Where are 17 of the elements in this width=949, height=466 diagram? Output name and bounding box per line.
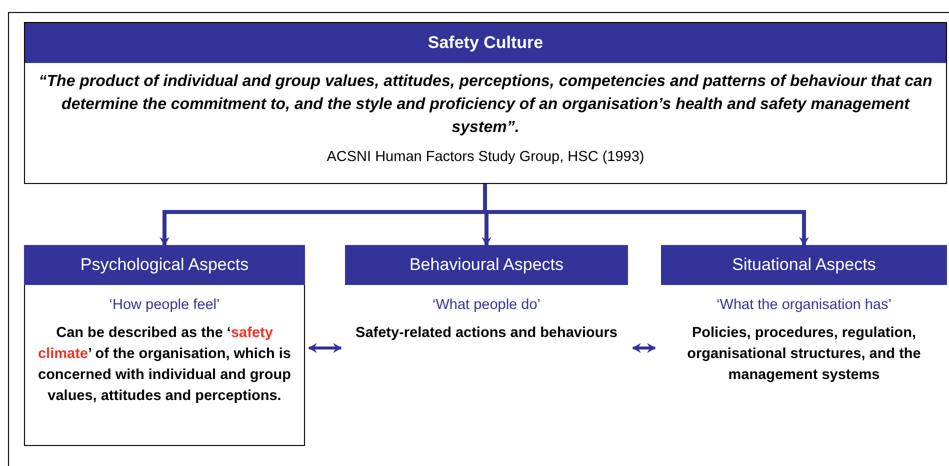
description-text: Can be described as the ‘safety climate’ of the organisation, which is concerned with individual and group values, attitudes and perceptions. [36, 324, 292, 406]
arrow [483, 184, 809, 246]
source-text: ACSNI Human Factors Study Group, HSC (1993) [326, 148, 644, 167]
arrow [632, 343, 656, 353]
heading-band: Safety Culture [25, 23, 946, 63]
subtitle-text: ‘How people feel’ [109, 296, 220, 315]
heading-band: Behavioural Aspects [345, 245, 628, 285]
aspect-panel [24, 245, 305, 446]
arrow [308, 343, 342, 353]
heading-band: Psychological Aspects [24, 245, 305, 285]
description-text: Policies, procedures, regulation, organisational structures, and the management systems [686, 324, 922, 385]
description-text: Safety-related actions and behaviours [354, 324, 618, 343]
quote-text: “The product of individual and group values, attitudes, perceptions, competencies and patterns of behaviour that can determine the commitment to, and the style and proficiency of an organisation’s health and safety management system”. [38, 72, 934, 138]
definition-box [24, 22, 947, 184]
subtitle-text: ‘What people do’ [432, 296, 540, 315]
subtitle-text: ‘What the organisation has’ [716, 296, 892, 315]
heading-band: Situational Aspects [661, 245, 947, 285]
